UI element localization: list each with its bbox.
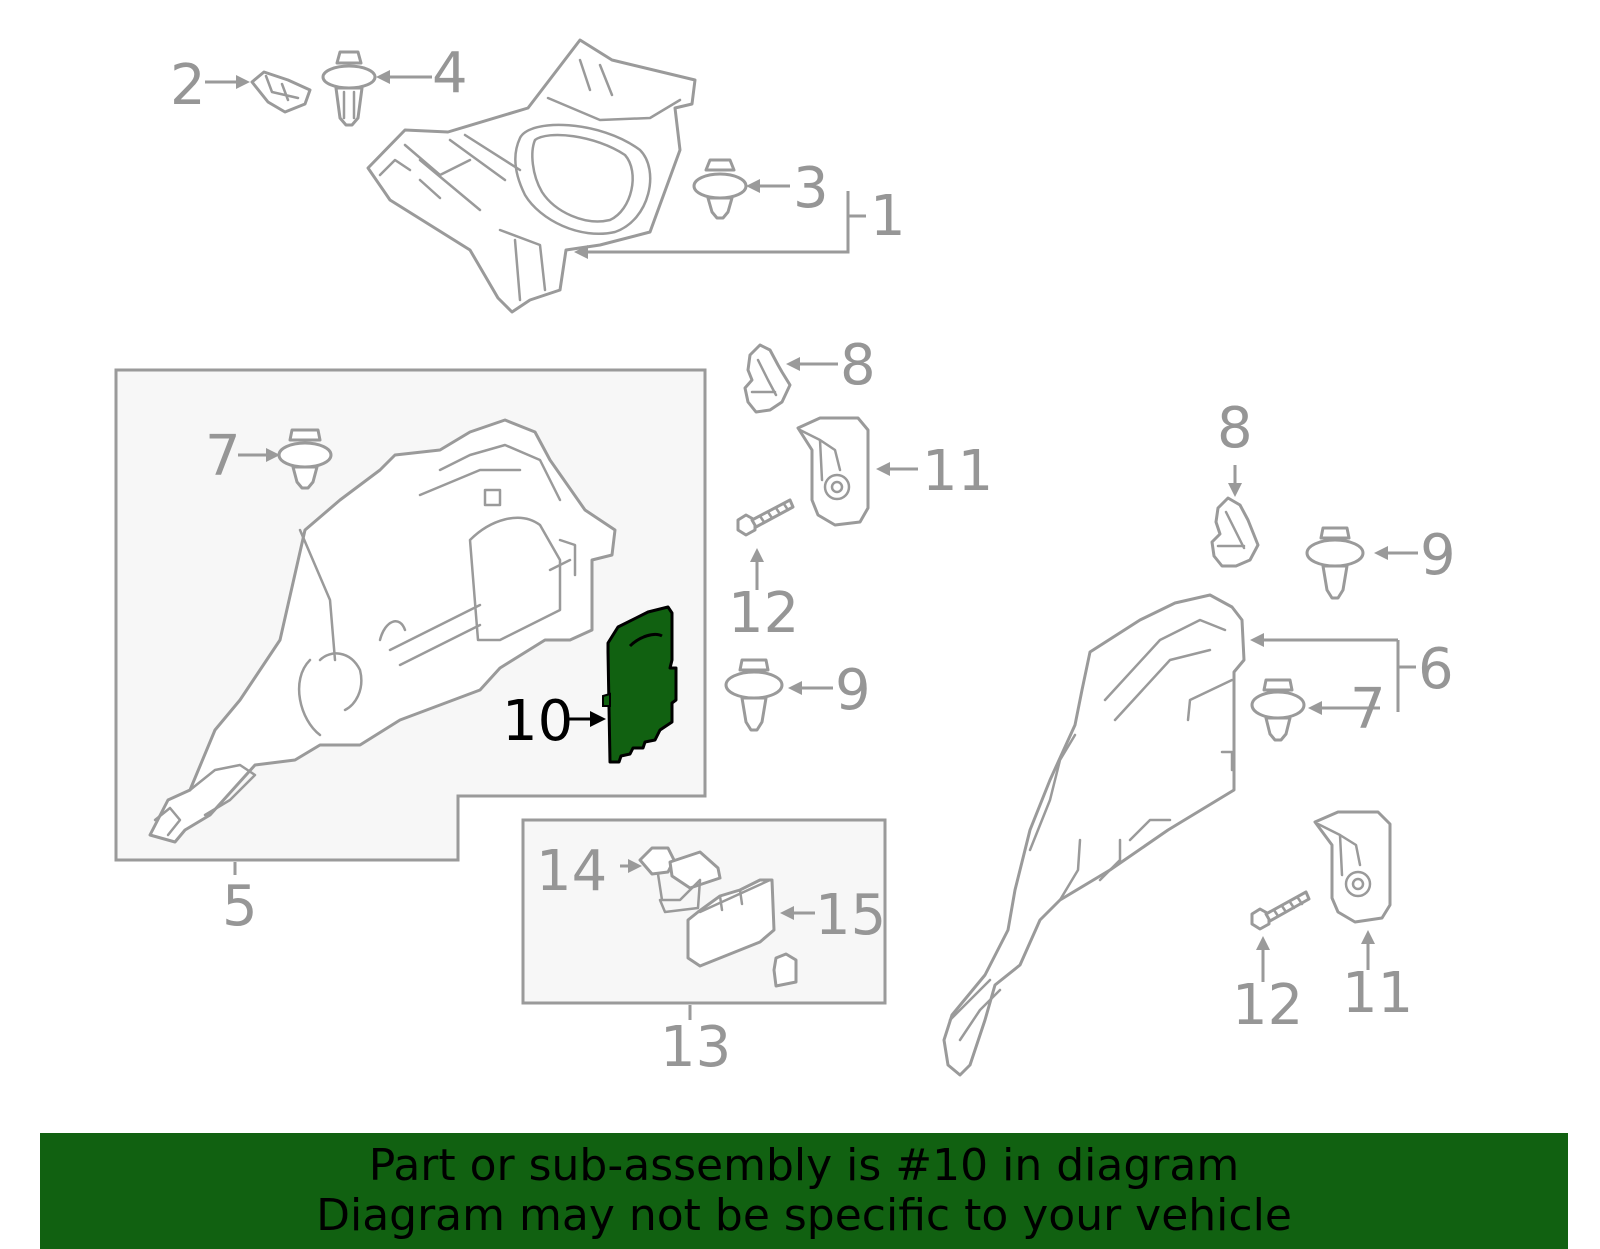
callout-8-upper: 8 — [840, 333, 876, 398]
right-quarter-trim-panel — [942, 593, 1246, 1077]
callout-9-right: 9 — [1420, 523, 1456, 588]
left-quarter-trim-panel — [148, 418, 617, 844]
callout-5: 5 — [222, 874, 258, 939]
callout-14: 14 — [536, 839, 607, 904]
bracket-11-lower — [1313, 810, 1392, 924]
callout-15: 15 — [815, 883, 886, 948]
callout-11-lower: 11 — [1342, 961, 1413, 1026]
bolt-12-lower — [1250, 890, 1311, 931]
banner-line-1: Part or sub-assembly is #10 in diagram — [368, 1140, 1240, 1191]
callout-1: 1 — [870, 184, 906, 249]
callout-13: 13 — [660, 1015, 731, 1080]
info-banner-background — [40, 1133, 1568, 1249]
push-pin-7-left — [277, 428, 333, 490]
callout-11-upper: 11 — [922, 439, 993, 504]
bracket-11-upper — [796, 416, 870, 527]
highlighted-part-10 — [602, 605, 678, 764]
callout-8-right: 8 — [1217, 396, 1253, 461]
push-pin-7-right — [1250, 678, 1306, 742]
retainer-clip-2 — [250, 70, 312, 114]
callout-7-left: 7 — [205, 424, 241, 489]
push-pin-3 — [692, 158, 748, 220]
push-pin-9-middle — [724, 658, 784, 732]
clip-14 — [638, 846, 722, 914]
leader-lines — [205, 70, 1418, 1020]
slot-detail — [628, 632, 663, 648]
callout-2: 2 — [170, 53, 206, 118]
callout-9-middle: 9 — [835, 658, 871, 723]
retainer-8-right — [1210, 496, 1260, 568]
callout-6: 6 — [1418, 637, 1454, 702]
callout-12-lower: 12 — [1232, 973, 1303, 1038]
callout-7-right: 7 — [1350, 677, 1386, 742]
banner-line-2: Diagram may not be specific to your vehi… — [316, 1190, 1292, 1241]
retainer-8-upper — [743, 343, 792, 414]
info-banner: Part or sub-assembly is #10 in diagram D… — [40, 1133, 1568, 1249]
callout-3: 3 — [793, 156, 829, 221]
push-pin-4 — [321, 50, 377, 127]
callout-10: 10 — [502, 689, 573, 754]
upper-trim-panel — [366, 38, 697, 314]
callout-12-upper: 12 — [728, 581, 799, 646]
callout-4: 4 — [432, 41, 468, 106]
push-pin-9-right — [1305, 526, 1365, 600]
bolt-12-upper — [736, 498, 795, 537]
trim-piece-15 — [686, 878, 798, 988]
